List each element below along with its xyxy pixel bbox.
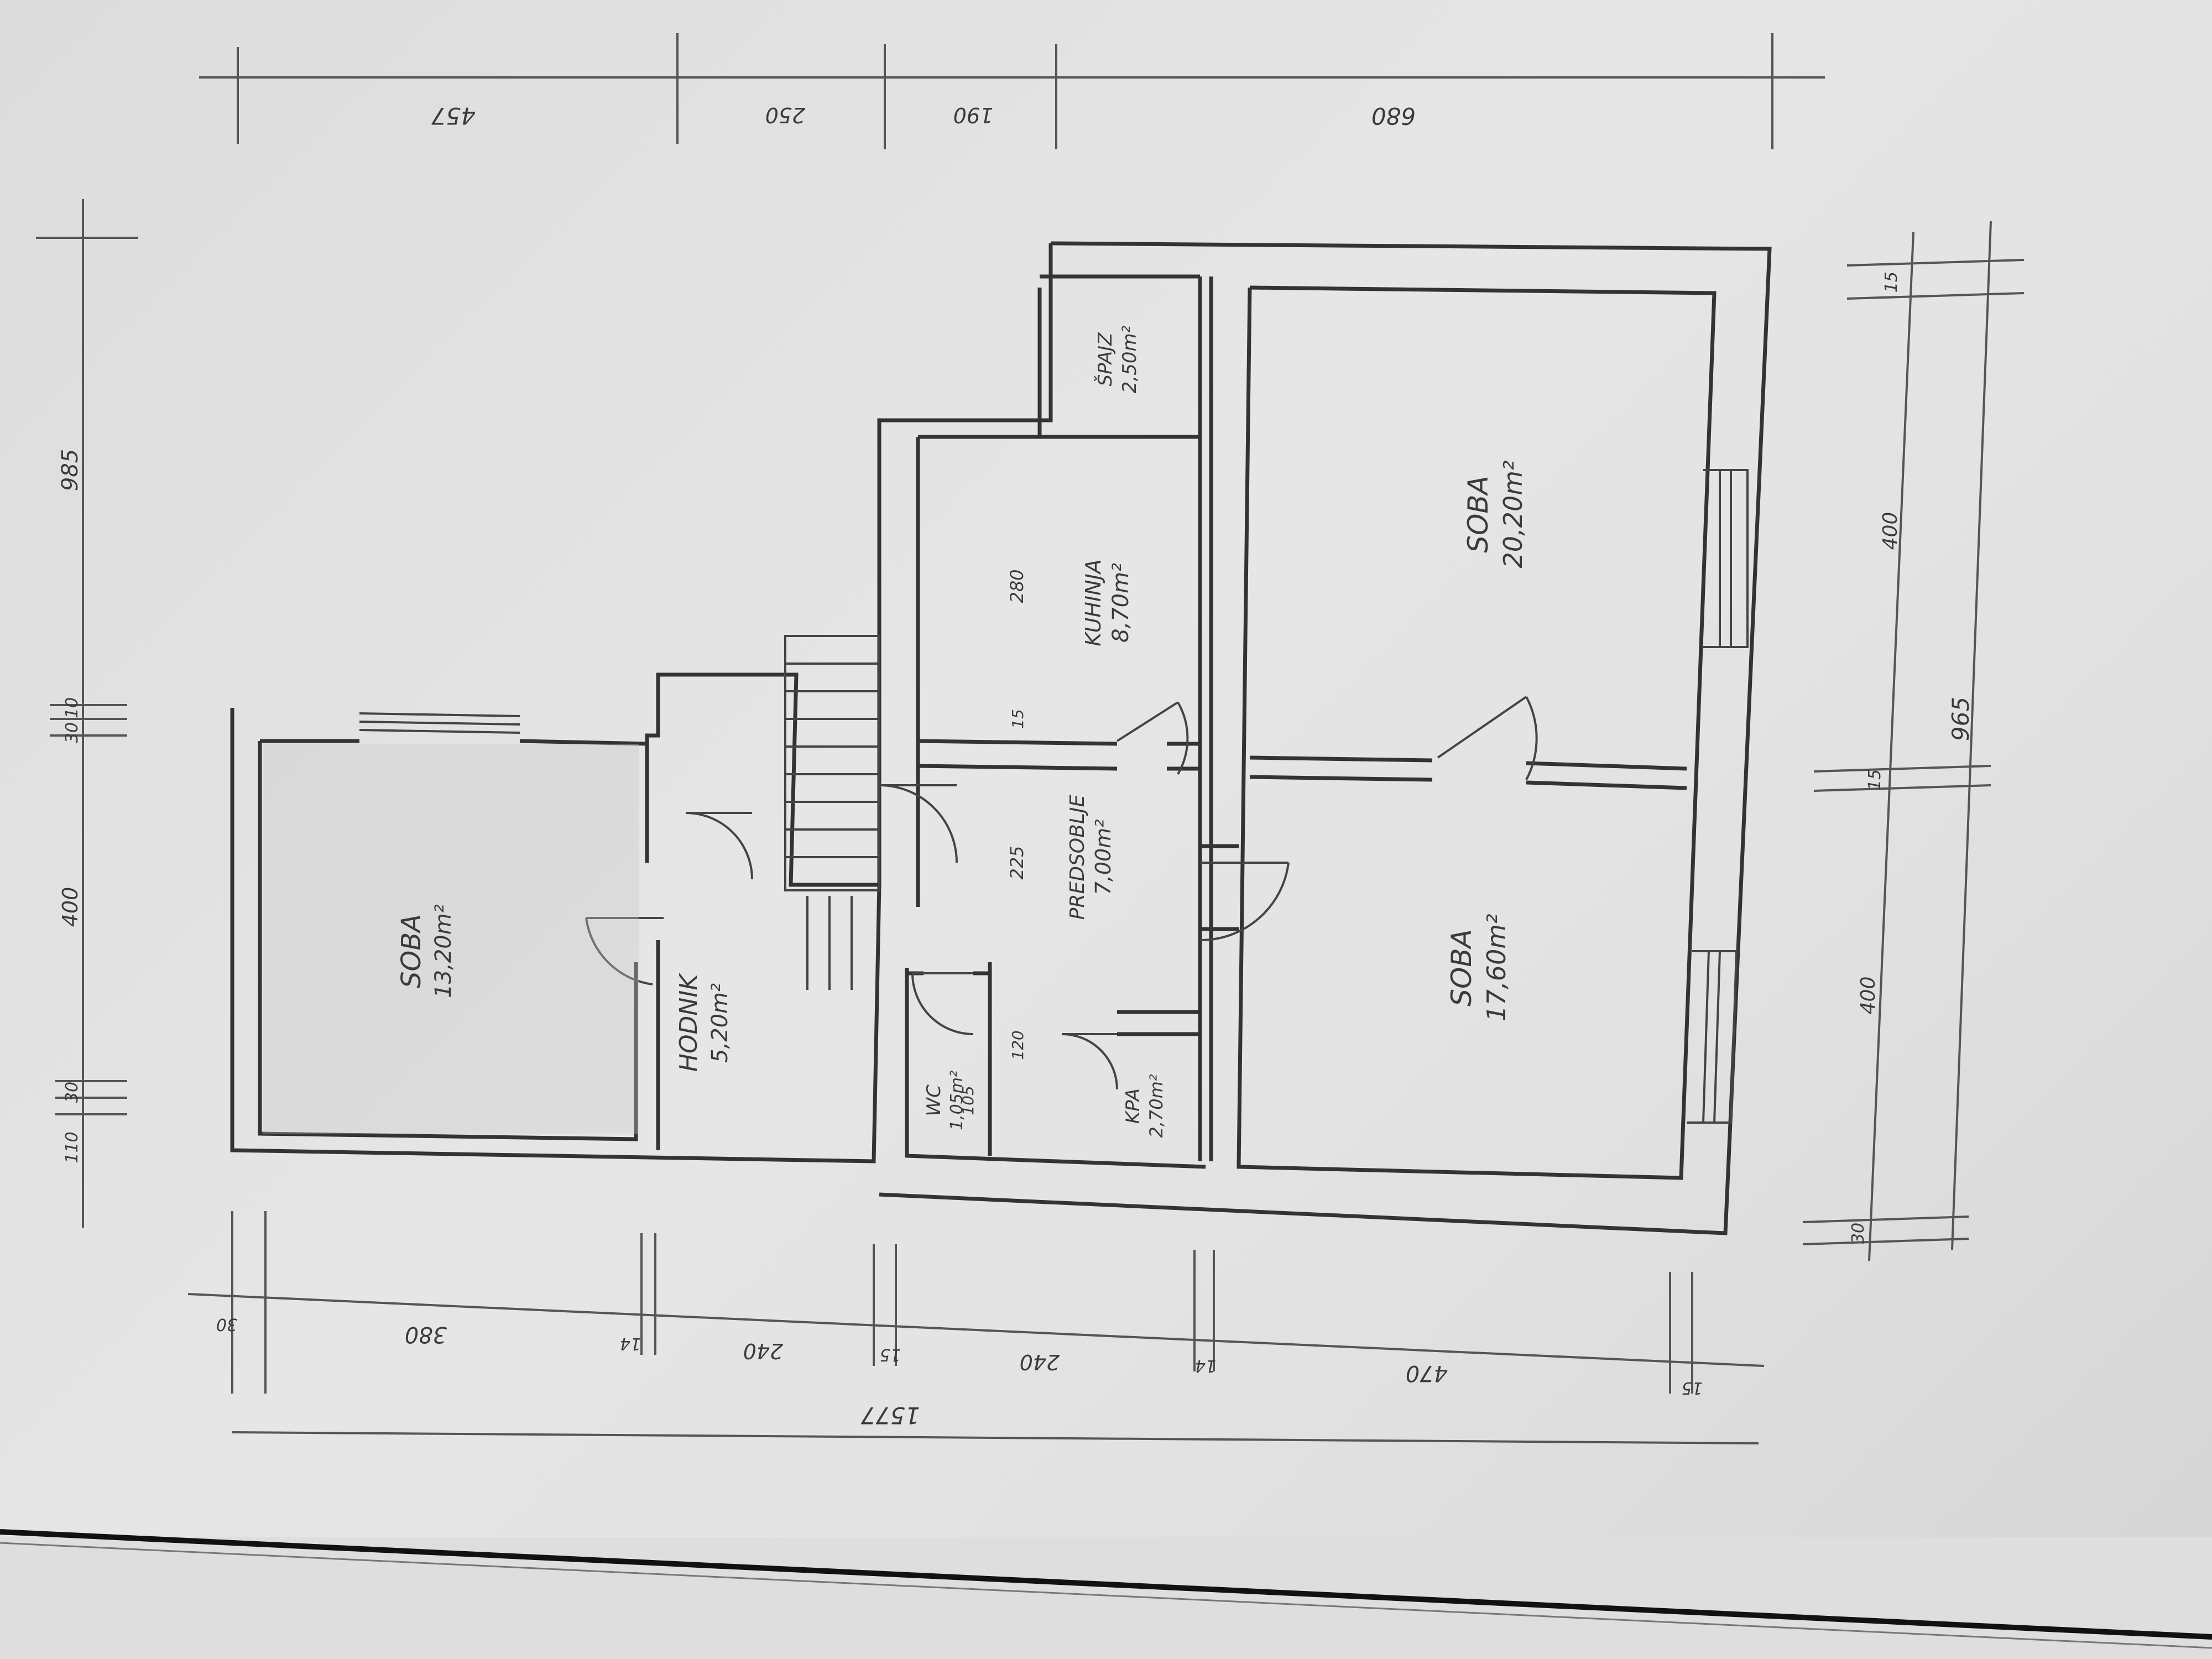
room-area-wc: 1,05m²: [947, 1071, 967, 1130]
dim-left-4: 30: [62, 1082, 82, 1103]
dim-inner-5: 120: [1009, 1030, 1027, 1060]
room-name-soba-left: SOBA: [396, 914, 427, 988]
dim-bottom-6: 240: [1020, 1350, 1060, 1374]
room-area-soba-left: 13,20m²: [431, 904, 456, 998]
room-labels: SOBA 13,20m² HODNIK 5,20m² WC 1,05m² KPA…: [396, 325, 1528, 1138]
room-name-wc: WC: [923, 1084, 945, 1117]
dim-top-3: 190: [953, 103, 994, 127]
dimension-lines: [36, 33, 2025, 1444]
paper-sheet: [0, 0, 2212, 1559]
dim-inner-1: 280: [1006, 569, 1027, 603]
room-name-predsoblje: PREDSOBLJE: [1066, 795, 1089, 920]
room-name-kupaonica: KPA: [1122, 1088, 1144, 1124]
walls: [230, 241, 1772, 1235]
dim-bottom-8: 470: [1406, 1360, 1448, 1386]
dim-inner-4: 105: [959, 1086, 977, 1115]
room-area-soba-bottom: 17,60m²: [1481, 914, 1511, 1022]
room-area-kuhinja: 8,70m²: [1108, 563, 1134, 643]
room-name-spajz: ŠPAJZ: [1094, 332, 1117, 387]
room-area-kupaonica: 2,70m²: [1146, 1074, 1167, 1138]
dim-right-total: 965: [1947, 697, 1974, 741]
doors: [585, 696, 1538, 1090]
room-hatch: [263, 744, 639, 1134]
dim-right-5: 30: [1849, 1223, 1868, 1244]
dim-bottom-7: 14: [1195, 1356, 1216, 1375]
dim-top-1: 457: [431, 102, 476, 129]
dim-right-3: 15: [1865, 769, 1885, 790]
dim-left-total: 985: [58, 449, 83, 491]
stairs: [784, 635, 880, 990]
room-name-soba-bottom: SOBA: [1446, 929, 1478, 1006]
dim-bottom-2: 380: [405, 1322, 447, 1347]
dim-bottom-5: 15: [880, 1345, 901, 1364]
dim-bottom-total: 1577: [860, 1402, 920, 1429]
dim-left-3: 400: [58, 887, 82, 927]
dim-bottom-1: 30: [216, 1314, 237, 1334]
room-name-kuhinja: KUHINJA: [1081, 559, 1105, 646]
dim-right-2: 400: [1879, 512, 1902, 550]
dim-bottom-3: 14: [620, 1334, 641, 1353]
dim-bottom-4: 240: [743, 1339, 784, 1363]
paper-edge-strip: [0, 1537, 2212, 1659]
room-name-soba-top: SOBA: [1462, 476, 1494, 553]
dim-left-2: 30: [62, 722, 82, 743]
room-area-hodnik: 5,20m²: [707, 983, 733, 1063]
dim-top-2: 250: [765, 103, 806, 127]
dim-top-4: 680: [1371, 102, 1416, 129]
dim-inner-2: 15: [1009, 709, 1027, 729]
dim-right-4: 400: [1857, 977, 1880, 1015]
dim-left-1: 10: [62, 697, 82, 718]
paper-edge: [0, 1529, 2212, 1649]
dimension-labels: 457 250 190 680 985 10 30 400 30 110 30 …: [58, 102, 1974, 1429]
dim-inner-3: 225: [1006, 846, 1027, 879]
dim-right-1: 15: [1882, 272, 1901, 293]
room-name-hodnik: HODNIK: [675, 973, 703, 1072]
dim-left-5: 110: [62, 1131, 82, 1163]
room-area-predsoblje: 7,00m²: [1091, 820, 1115, 895]
dim-bottom-9: 15: [1682, 1378, 1703, 1397]
room-area-spajz: 2,50m²: [1119, 325, 1141, 393]
room-area-soba-top: 20,20m²: [1498, 461, 1528, 568]
